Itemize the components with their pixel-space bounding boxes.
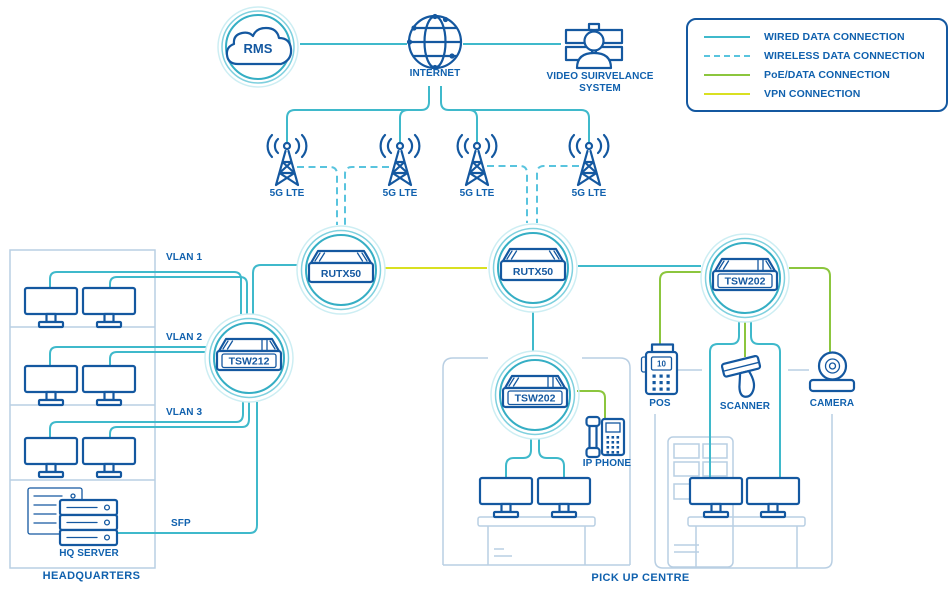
ip-phone-label: IP PHONE [582,458,632,469]
switch-pickup-right-node: TSW202 [700,233,790,323]
vlan3-label: VLAN 3 [166,407,203,418]
hq-monitors [23,286,137,479]
router-left-node: RUTX50 [296,225,386,315]
ip-phone-icon [585,415,626,459]
router-left-label: RUTX50 [321,268,361,280]
router-right-label: RUTX50 [513,266,553,278]
internet-label: INTERNET [409,68,461,79]
vpn-line-sample [704,92,750,95]
tower-4-icon [568,133,610,187]
vlan2-label: VLAN 2 [166,332,203,343]
camera-icon [808,351,856,393]
pickup-monitors [478,476,801,519]
hq-server-label: HQ SERVER [59,548,119,559]
video-surveillance-label: VIDEO SUIRVELANCE SYSTEM [546,71,654,94]
pickup-left-zone-outline [442,357,631,566]
switch-pickup-node: TSW202 [490,350,580,440]
scanner-label: SCANNER [719,401,771,412]
legend-row-poe: PoE/DATA CONNECTION [704,69,940,81]
switch-hq-node: TSW212 [204,313,294,403]
tsw202-icon [501,374,569,409]
right-desk [687,516,806,568]
monitor-icon [536,476,592,519]
rms-node: RMS [217,6,299,88]
legend-row-wired: WIRED DATA CONNECTION [704,31,940,43]
monitor-icon [81,286,137,329]
tower-1-label: 5G LTE [269,188,305,199]
legend-row-vpn: VPN CONNECTION [704,88,940,100]
pickup-right-zone-outline [654,369,833,569]
wired-connections [49,43,781,534]
pickup-title: PICK UP CENTRE [591,572,690,584]
monitor-icon [23,364,79,407]
monitor-icon [23,436,79,479]
camera-label: CAMERA [809,398,855,409]
switch-hq-label: TSW212 [229,356,270,368]
legend: WIRED DATA CONNECTION WIRELESS DATA CONN… [686,18,948,112]
vlan1-label: VLAN 1 [166,252,203,263]
rutx50-icon [307,249,375,284]
tower-3-label: 5G LTE [459,188,495,199]
left-desk [477,516,596,565]
video-surveillance-icon [564,22,624,70]
hq-server-icon [27,487,119,547]
wired-line-sample [704,35,750,38]
monitor-icon [478,476,534,519]
tower-1-icon [266,133,308,187]
sfp-label: SFP [171,518,191,529]
rms-cloud-icon [225,26,293,66]
internet-icon [406,13,463,71]
poe-connections [577,267,831,418]
tsw212-icon [215,337,283,372]
legend-label: VPN CONNECTION [764,87,861,100]
legend-row-wireless: WIRELESS DATA CONNECTION [704,50,940,62]
rutx50-icon [499,247,567,282]
switch-pickup-right-label: TSW202 [725,276,766,288]
switch-pickup-label: TSW202 [515,393,556,405]
monitor-icon [81,364,137,407]
router-right-node: RUTX50 [488,223,578,313]
legend-label: PoE/DATA CONNECTION [764,68,890,81]
monitor-icon [688,476,744,519]
legend-label: WIRELESS DATA CONNECTION [764,49,925,62]
monitor-icon [23,286,79,329]
pos-icon: 10 [640,343,679,396]
pos-screen-value: 10 [657,360,666,369]
tower-3-icon [456,133,498,187]
hq-rack-outline [9,249,156,569]
legend-label: WIRED DATA CONNECTION [764,30,905,43]
monitor-icon [81,436,137,479]
monitor-icon [745,476,801,519]
rms-label: RMS [244,41,273,56]
tower-2-label: 5G LTE [382,188,418,199]
headquarters-title: HEADQUARTERS [42,570,141,582]
scanner-icon [720,354,762,398]
poe-line-sample [704,73,750,76]
wireless-line-sample [704,54,750,57]
pos-label: POS [649,398,671,409]
wireless-connections [297,165,579,225]
tsw202-icon [711,257,779,292]
tower-2-icon [379,133,421,187]
tower-4-label: 5G LTE [571,188,607,199]
